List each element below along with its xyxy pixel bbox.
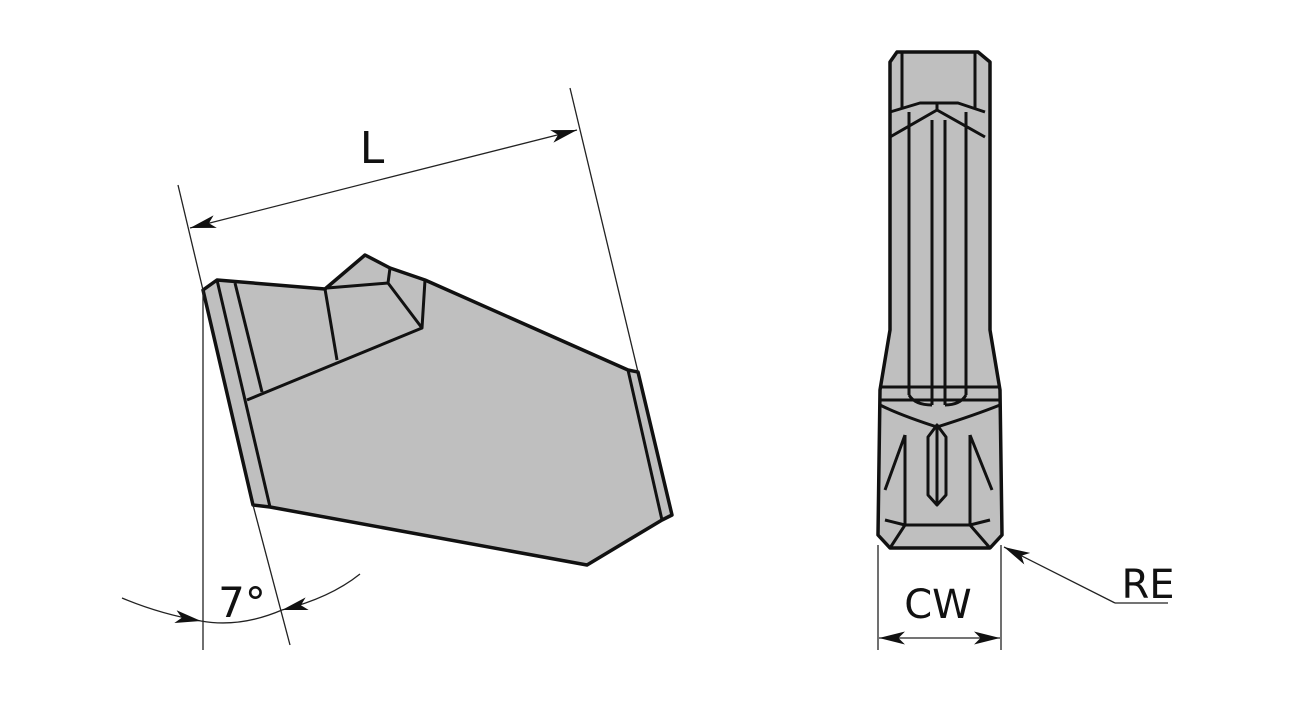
length-label: L (360, 123, 385, 174)
front-view-insert (876, 50, 1004, 550)
cw-dimension (877, 545, 1002, 650)
angle-label: 7° (218, 578, 266, 627)
length-dimension (177, 87, 639, 373)
side-view-insert (201, 253, 674, 567)
angle-dimension (121, 290, 361, 650)
re-label: RE (1121, 562, 1174, 608)
re-leader (1003, 546, 1168, 604)
cw-label: CW (904, 582, 971, 628)
